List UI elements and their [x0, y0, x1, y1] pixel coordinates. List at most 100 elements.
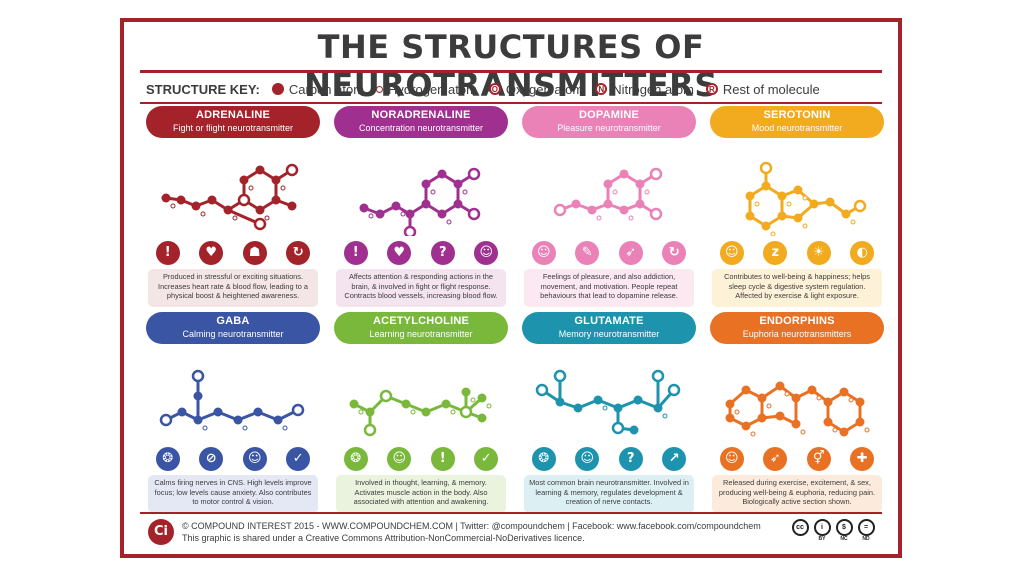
- hydrogen-atom: [200, 211, 206, 217]
- heteroatom: [535, 383, 549, 397]
- neurotransmitter-name: SEROTONIN: [763, 109, 831, 121]
- question-icon: ?: [430, 241, 455, 265]
- carbon-atom: [437, 169, 447, 179]
- carbon-atom: [653, 403, 663, 413]
- cc-symbol-icon: i: [813, 519, 831, 536]
- carbon-atom: [401, 399, 411, 409]
- hydrogen-atom: [612, 189, 618, 195]
- carbon-atom: [741, 421, 751, 431]
- carbon-atom: [613, 403, 623, 413]
- sun-icon: ☀: [806, 241, 831, 265]
- neurotransmitter-subtitle: Concentration neurotransmitter: [358, 123, 484, 133]
- carbon-atom: [365, 407, 375, 417]
- carbon-atom: [839, 387, 849, 397]
- carbon-atom: [239, 175, 249, 185]
- carbon-atom: [635, 179, 645, 189]
- neurotransmitter-name: ACETYLCHOLINE: [372, 315, 470, 327]
- effect-icons: ❂☺?↗: [522, 445, 696, 473]
- carbon-atom: [461, 387, 471, 397]
- carbon-atom: [405, 209, 415, 219]
- carbon-atom: [619, 169, 629, 179]
- hydrogen-atom: [170, 203, 176, 209]
- carbon-atom: [177, 407, 187, 417]
- hydrogen-atom: [802, 195, 808, 201]
- effect-icons: !♥?☺: [334, 239, 508, 267]
- key-carbon-label: Carbon atom: [288, 81, 365, 97]
- molecule-structure: [745, 161, 867, 236]
- heteroatom: [379, 389, 393, 403]
- hydrogen-atom: [202, 425, 208, 431]
- oxygen-atom-icon: O: [488, 83, 501, 95]
- carbon-atom-icon: [271, 83, 284, 95]
- key-rest: R Rest of molecule: [705, 82, 820, 97]
- molecule-structure: [553, 167, 663, 221]
- description: Involved in thought, learning, & memory.…: [336, 475, 506, 513]
- credits-line-2: This graphic is shared under a Creative …: [182, 533, 585, 543]
- stomach-icon: ◐: [850, 241, 875, 265]
- carbon-atom: [745, 191, 755, 201]
- molecule-structure: [349, 387, 492, 437]
- heteroatom: [285, 163, 299, 177]
- carbon-atom: [587, 205, 597, 215]
- carbon-atom: [273, 415, 283, 425]
- key-hydrogen-label: Hydrogen atom: [388, 81, 477, 97]
- molecule-structure: [159, 369, 305, 431]
- carbon-atom: [349, 399, 359, 409]
- carbon-atom: [287, 201, 297, 211]
- muscle-arm-icon: ☗: [242, 241, 267, 265]
- carbon-atom: [793, 213, 803, 223]
- cc-badge: =ND: [856, 519, 876, 545]
- neurotransmitter-subtitle: Calming neurotransmitter: [182, 329, 284, 339]
- neurotransmitter-subtitle: Memory neurotransmitter: [558, 329, 660, 339]
- hydrogen-atom: [850, 219, 856, 225]
- exclamation-icon: !: [343, 241, 368, 265]
- effect-icons: ☺✎➶↻: [522, 239, 696, 267]
- hydrogen-atom: [470, 397, 476, 403]
- hydrogen-atom: [848, 397, 854, 403]
- heteroatom: [363, 423, 377, 437]
- heteroatom: [467, 167, 481, 181]
- hydrogen-atom: [232, 215, 238, 221]
- carbon-atom: [441, 399, 451, 409]
- carbon-atom: [223, 205, 233, 215]
- nitrogen-atom-icon: N: [595, 83, 608, 95]
- description: Released during exercise, excitement, & …: [712, 475, 882, 513]
- carbon-atom: [271, 175, 281, 185]
- hydrogen-atom: [770, 231, 776, 236]
- heteroatom: [459, 405, 473, 419]
- structure-key-title: STRUCTURE KEY:: [146, 81, 260, 97]
- key-oxygen-label: Oxygen atom: [505, 81, 584, 97]
- hydrogen-atom: [832, 427, 838, 433]
- carbon-atom: [453, 199, 463, 209]
- hydrogen-atom: [644, 189, 650, 195]
- carbon-atom: [807, 385, 817, 395]
- hydrogen-atom: [802, 223, 808, 229]
- neurotransmitter-name: ADRENALINE: [195, 109, 271, 121]
- carbon-atom: [255, 205, 265, 215]
- syringe-icon: ✎: [575, 241, 600, 265]
- carbon-atom: [253, 407, 263, 417]
- carbon-atom: [745, 211, 755, 221]
- carbon-atom: [453, 179, 463, 189]
- molecule-structure: [359, 167, 481, 236]
- carbon-atom: [359, 203, 369, 213]
- description: Most common brain neurotransmitter. Invo…: [524, 475, 694, 513]
- calm-face-icon: ☺: [242, 447, 267, 471]
- concentration-icon: ☺: [474, 241, 499, 265]
- carbon-atom: [207, 195, 217, 205]
- hydrogen-atom: [282, 425, 288, 431]
- cc-symbol-icon: cc: [791, 519, 809, 536]
- effect-icons: ❂⊘☺✓: [146, 445, 320, 473]
- cc-badge: cc: [790, 519, 810, 545]
- sleep-icon: z: [763, 241, 788, 265]
- credits-line-1: © COMPOUND INTEREST 2015 - WWW.COMPOUNDC…: [182, 521, 761, 531]
- smile-icon: ☺: [719, 447, 744, 471]
- compound-interest-logo: Ci: [148, 519, 174, 545]
- carbon-atom: [255, 165, 265, 175]
- effect-icons: ☺z☀◐: [710, 239, 884, 267]
